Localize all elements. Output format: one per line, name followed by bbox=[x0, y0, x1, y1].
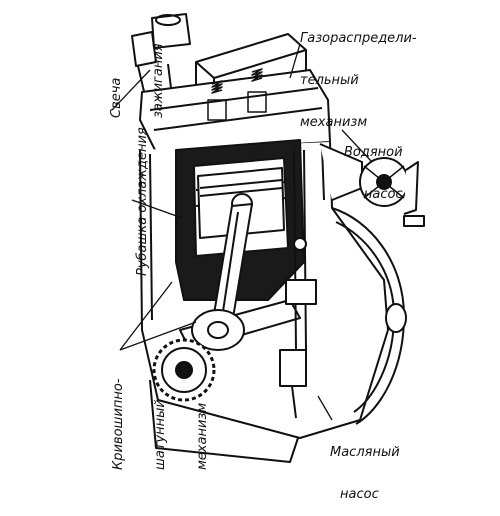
label-spark-plug: Свеча зажигания bbox=[109, 43, 166, 118]
valve-springs bbox=[207, 68, 267, 121]
leader-oil-pump bbox=[317, 395, 333, 421]
label-water-pump: Водяной насос bbox=[344, 145, 403, 202]
oil-pump bbox=[279, 349, 307, 419]
water-pump bbox=[319, 143, 425, 227]
leader-lines bbox=[111, 43, 373, 421]
leader-valve-train bbox=[289, 43, 301, 79]
label-crank-mechanism: Кривошипно- шатунный механизм bbox=[111, 378, 210, 470]
label-oil-pump: Масляный насос bbox=[330, 445, 400, 502]
leader-spark-plug bbox=[111, 69, 151, 111]
crankshaft-gear bbox=[152, 338, 216, 402]
leader-crank-2 bbox=[119, 281, 173, 351]
leader-water-pump bbox=[341, 129, 373, 163]
leader-cooling-jacket bbox=[131, 199, 183, 219]
engine-cutaway-illustration bbox=[111, 13, 425, 463]
label-cooling-jacket: Рубашка охлаждения bbox=[135, 127, 150, 276]
flywheel-housing bbox=[331, 207, 407, 425]
label-valve-train: Газораспредели- тельный механизм bbox=[300, 31, 417, 130]
oil-sump bbox=[149, 379, 299, 463]
timing-pushrods bbox=[285, 149, 317, 351]
leader-crank-1 bbox=[119, 321, 197, 351]
piston bbox=[197, 167, 285, 239]
